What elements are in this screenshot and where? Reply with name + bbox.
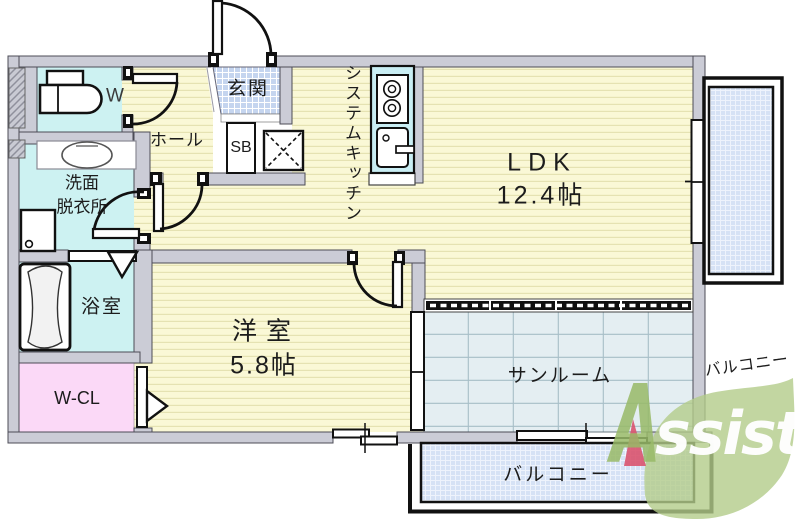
balcony-right	[702, 76, 784, 285]
washbasin	[36, 140, 137, 170]
entry-step-line	[206, 67, 215, 113]
washroom-label-line1: 洗面	[65, 173, 99, 193]
bedroom-sunroom-window	[410, 311, 425, 431]
entrance-door	[208, 0, 277, 67]
balcony-bottom-label: バルコニー	[503, 464, 613, 486]
kitchen-unit	[368, 64, 416, 186]
bedroom-window-bottom	[332, 423, 398, 453]
sunroom-top-windows	[423, 298, 694, 313]
storage-box	[262, 129, 305, 172]
pillar-hatch	[8, 67, 26, 159]
logo-text: ssist	[655, 399, 800, 469]
sunroom-floor	[423, 311, 694, 433]
washroom-door	[91, 188, 151, 244]
washroom-label-line2: 脱衣所	[56, 197, 108, 217]
closet-folding-door	[136, 366, 169, 428]
bath-folding-door	[68, 250, 140, 280]
kitchen-label: システムキッチン	[342, 64, 361, 224]
logo-accent-triangle	[624, 419, 646, 466]
bathtub	[18, 262, 72, 352]
sunroom-label: サンルーム	[507, 365, 613, 387]
washing-machine	[19, 208, 57, 253]
bath-label: 浴室	[80, 296, 124, 318]
genkan-label: 玄関	[226, 78, 270, 100]
toilet-label: W	[106, 85, 124, 107]
ldk-size-label: 12.4帖	[496, 181, 586, 210]
shoe-box	[226, 122, 256, 174]
bedroom-door	[347, 251, 405, 309]
toilet-door	[123, 66, 179, 128]
ldk-name-label: LDK	[507, 148, 577, 177]
western-room-name-label: 洋室	[231, 317, 301, 346]
logo-leaf	[644, 378, 795, 519]
hall-door	[150, 172, 209, 233]
shoe-box-label: SB	[230, 139, 252, 156]
western-room-size-label: 5.8帖	[230, 351, 298, 380]
walk-in-closet-label: W-CL	[54, 388, 100, 408]
hall-label: ホール	[150, 130, 204, 150]
toilet-fixture	[38, 69, 103, 115]
logo-initial: A	[610, 362, 662, 488]
